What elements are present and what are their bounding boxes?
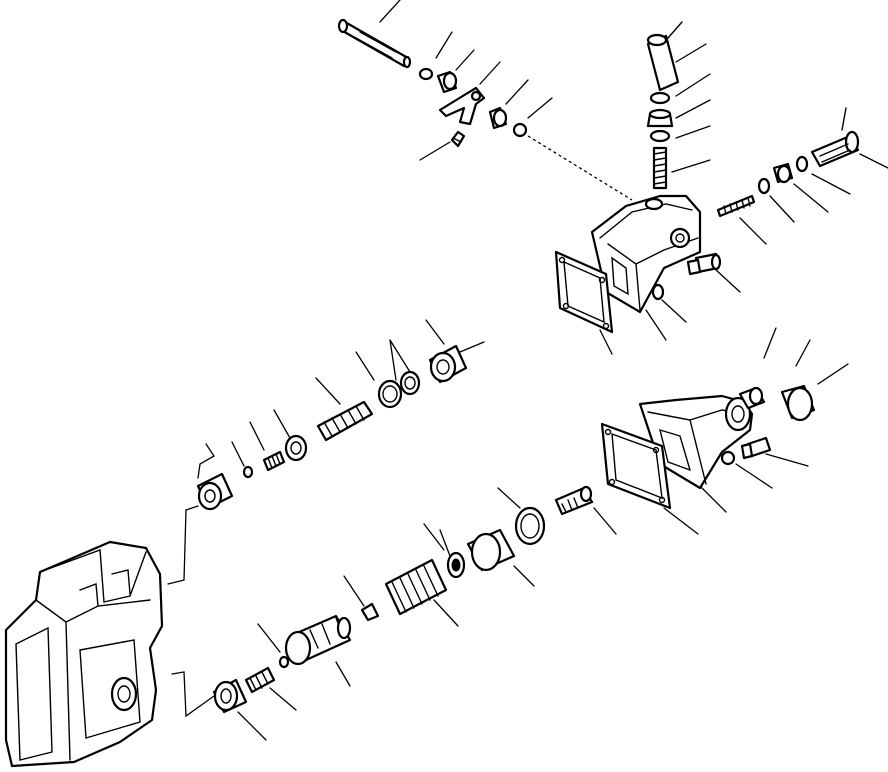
spool-cap — [428, 344, 468, 384]
seal-ring-core — [451, 558, 461, 572]
pin-cap — [646, 21, 683, 92]
lower-gasket — [600, 422, 672, 510]
set-screw — [450, 130, 466, 148]
snap-ring-inner — [520, 513, 540, 539]
spring-seat — [284, 434, 308, 462]
plug-bolt — [738, 386, 766, 410]
bolt-top — [686, 252, 722, 276]
spool-spring — [244, 666, 276, 694]
washer-3 — [757, 177, 771, 195]
nut — [646, 108, 674, 128]
snap-ring — [514, 506, 546, 546]
small-pin — [360, 602, 380, 622]
o-ring-small — [418, 67, 434, 81]
lower-plug — [212, 678, 248, 714]
knob — [810, 107, 860, 168]
sleeve — [466, 528, 516, 572]
screw — [554, 485, 594, 516]
large-spring — [384, 558, 448, 616]
collar — [488, 106, 508, 130]
main-spring — [316, 400, 374, 442]
plug — [196, 472, 234, 511]
ring-2 — [377, 379, 403, 409]
bolt-lower — [740, 436, 772, 460]
spool-valve — [284, 614, 352, 666]
washer-4 — [795, 155, 809, 173]
bushing — [436, 70, 458, 94]
leader-lines — [167, 0, 888, 741]
cover-cap — [780, 384, 816, 422]
ring-1 — [399, 370, 421, 396]
nut-lower — [720, 450, 736, 466]
adjust-spring — [652, 146, 668, 190]
assembly-axis-top — [527, 135, 633, 201]
lower-valve-housing — [638, 394, 754, 490]
top-gasket — [554, 250, 614, 334]
ring-1-inner — [404, 376, 416, 390]
shaft — [337, 18, 412, 69]
lever-arm — [438, 86, 486, 126]
transmission-case — [4, 540, 164, 768]
tiny-washer — [242, 465, 254, 479]
nut-2 — [772, 162, 794, 184]
small-spring — [262, 450, 286, 472]
washer-1 — [649, 91, 671, 105]
top-valve-housing — [590, 194, 702, 314]
ring-2-inner — [382, 385, 398, 403]
spool-washer — [278, 655, 290, 669]
small-seal — [651, 283, 665, 301]
washer-2 — [649, 129, 671, 143]
threaded-rod — [716, 194, 756, 218]
o-ring — [512, 122, 528, 138]
